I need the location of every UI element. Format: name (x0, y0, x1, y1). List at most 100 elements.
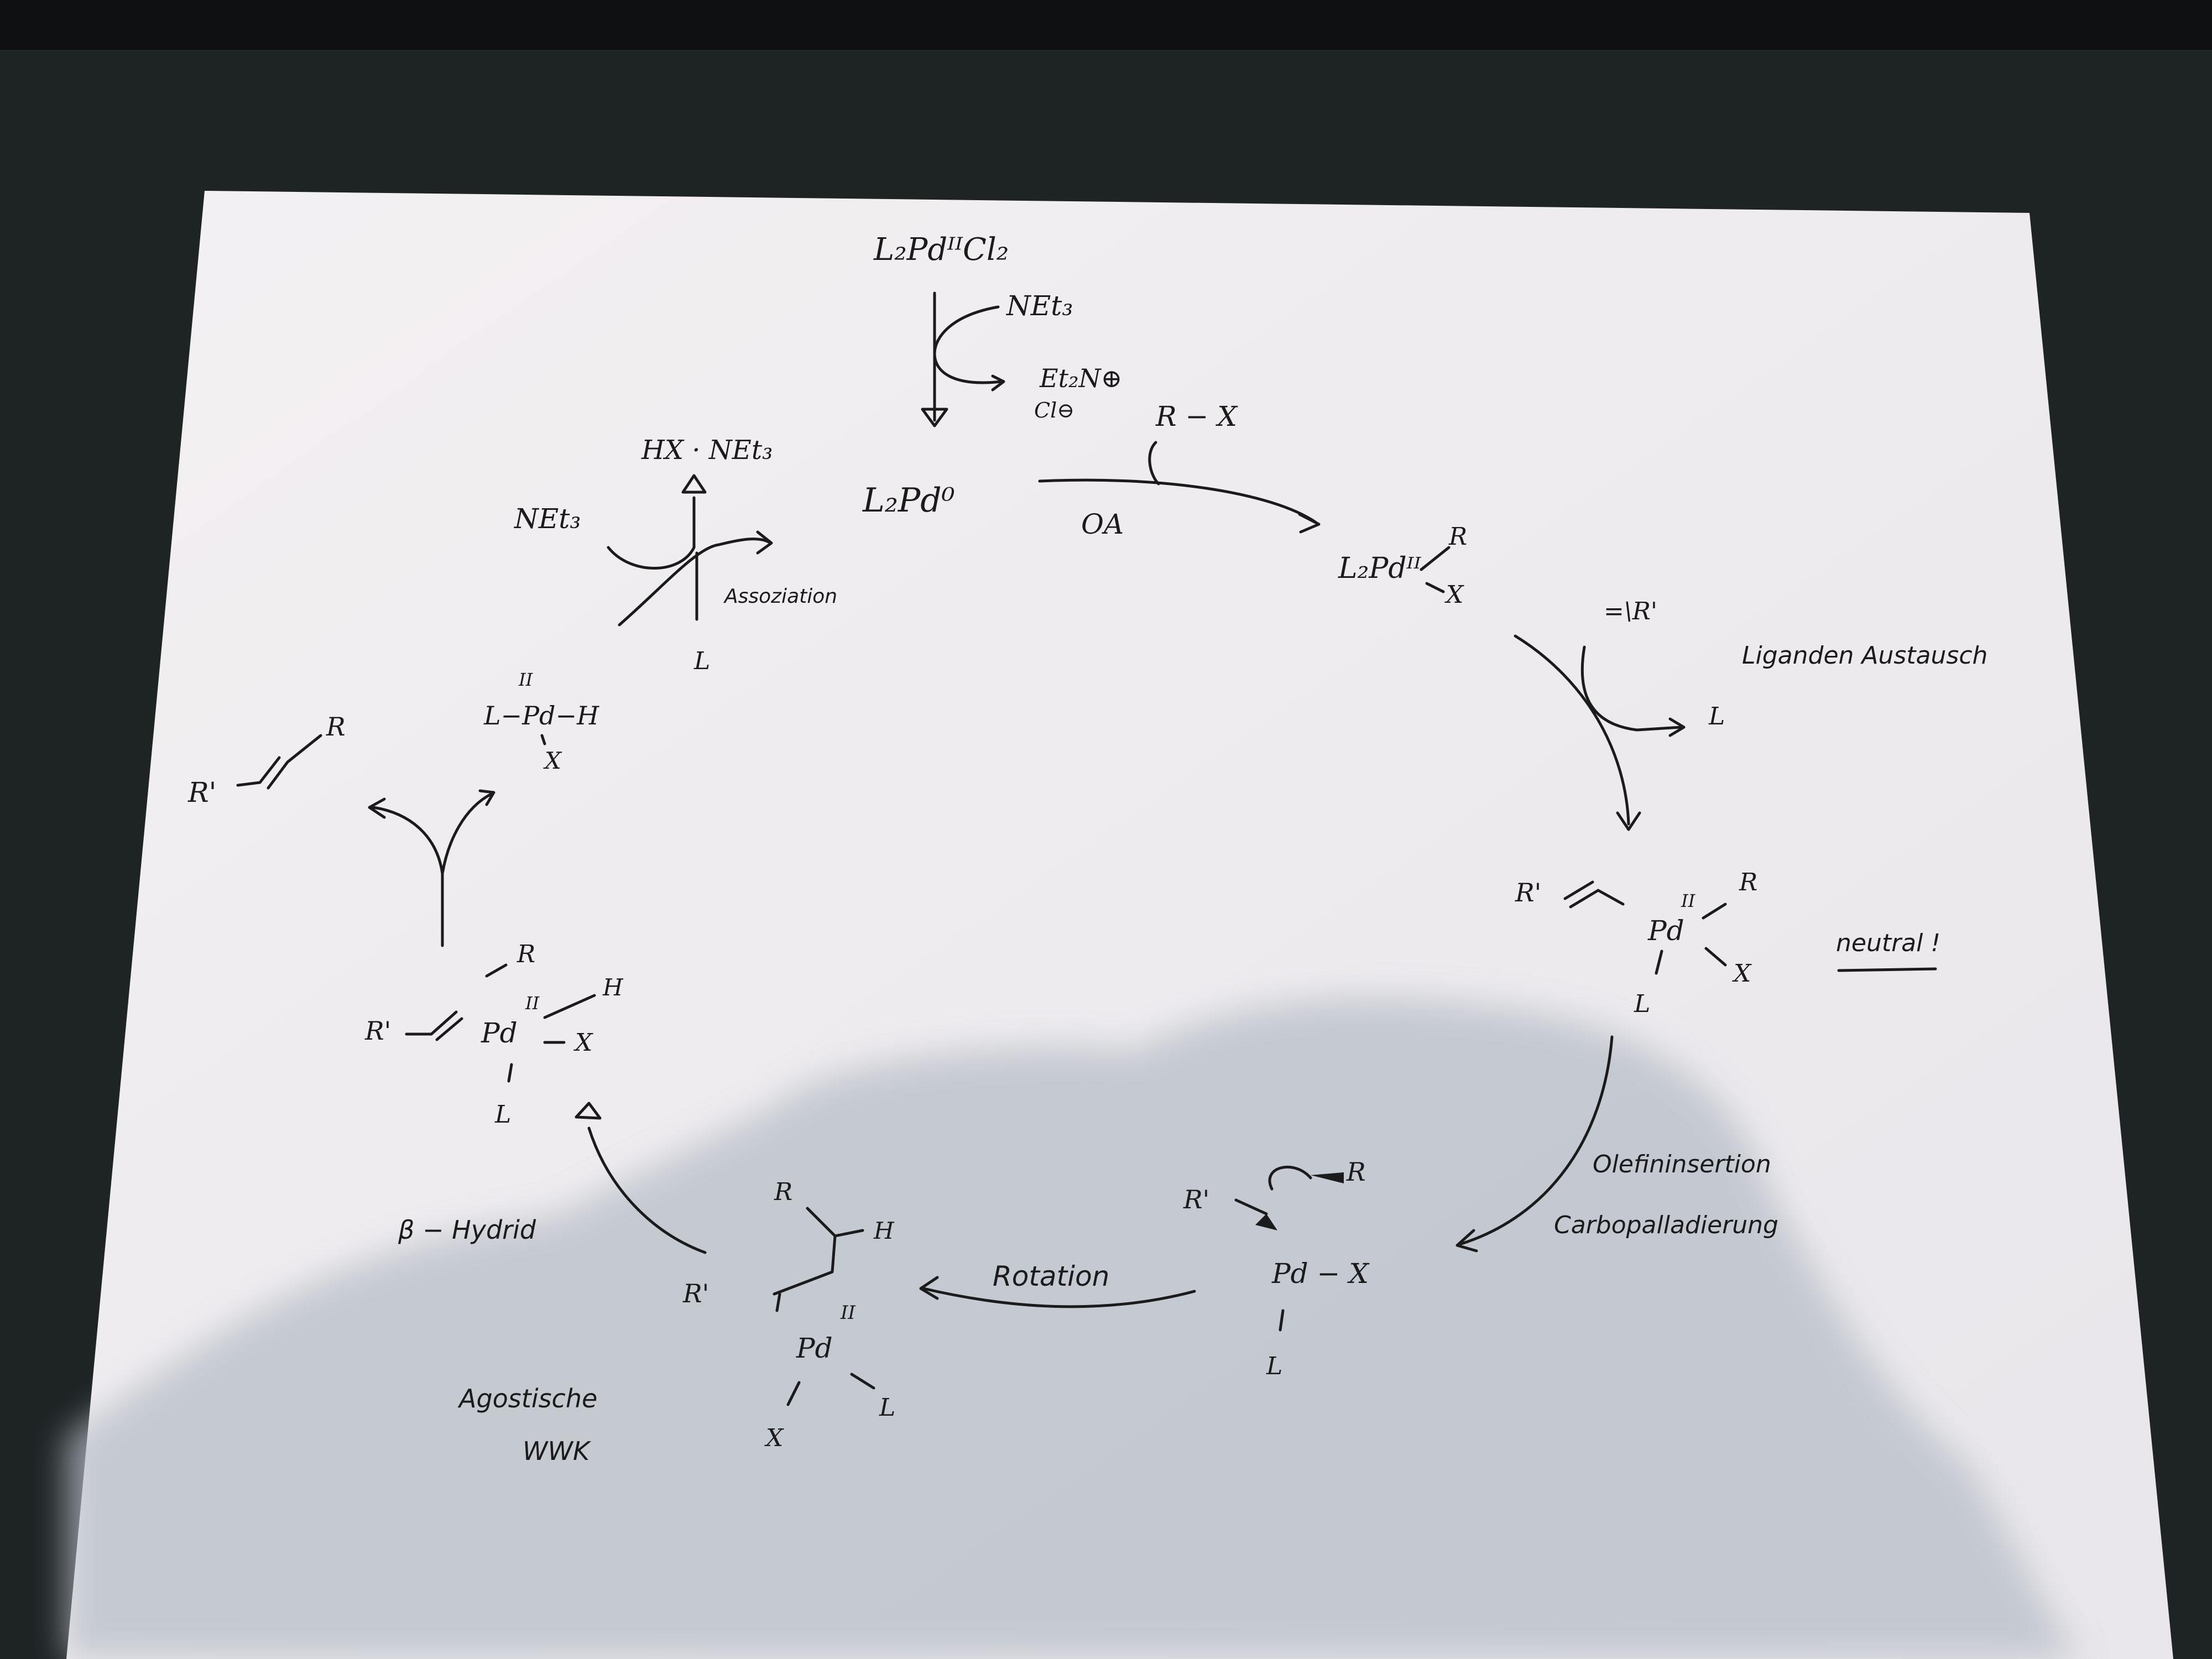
alkyl-wedge-r (1311, 1172, 1344, 1183)
agostic-label-2: WWK (523, 1436, 592, 1466)
release-arrow-right (441, 792, 494, 875)
hydride-x: X (573, 1029, 593, 1057)
alkyl-pdx: Pd − X (1271, 1258, 1370, 1290)
ligand-out-curve (1580, 645, 1683, 732)
pi-x: X (1732, 959, 1752, 988)
release-arrow-left (372, 806, 444, 947)
activation-curve-head (991, 374, 1005, 392)
agostic-bond-chain (773, 1234, 837, 1296)
alkyl-wedge (1255, 1214, 1277, 1230)
hx-net3-byproduct: HX · NEt₃ (641, 435, 773, 466)
oa-int-formula: L₂Pdᴵᴵ (1338, 552, 1422, 585)
alkyl-rotate-mark (1268, 1165, 1312, 1191)
regen-base: NEt₃ (514, 503, 581, 535)
agostic-ox: II (840, 1302, 855, 1324)
oa-label: OA (1081, 508, 1124, 540)
product-release: R' R (187, 712, 495, 947)
neutral-note: neutral ! (1836, 929, 1940, 957)
product-olefin-bonds (236, 734, 322, 790)
oa-intermediate: L₂Pdᴵᴵ R X (1338, 523, 1467, 609)
pi-rprime: R' (1515, 878, 1541, 907)
pdh-formula: L−Pd−H (483, 701, 599, 731)
pdh-x: X (543, 747, 562, 774)
pi-double-bond (1563, 880, 1600, 909)
agostic-l: L (879, 1394, 895, 1422)
pi-pd: Pd (1647, 915, 1684, 947)
oa-reagent-hook (1148, 441, 1160, 486)
beta-arrow (587, 1126, 707, 1254)
regen-arrow-head (756, 530, 773, 555)
counterion-cl: Cl⊖ (1034, 398, 1074, 422)
oa-reagent: R − X (1155, 400, 1238, 432)
activation-arrow-head (921, 408, 948, 427)
reagent-net3: NEt₃ (1006, 290, 1073, 322)
desk-edge (0, 0, 2212, 50)
pi-bond-to-pd (1597, 889, 1625, 906)
hydride-rprime: R' (364, 1016, 391, 1046)
oxidative-addition-step: R − X OA (1038, 400, 1321, 540)
agostic-bond-pd (775, 1292, 781, 1312)
pi-l: L (1634, 990, 1650, 1018)
hydride-bond-r (485, 963, 508, 978)
pdh-ox: II (518, 669, 534, 690)
ligand-arrow (1514, 634, 1630, 826)
alkyl-bond-rprime (1234, 1198, 1268, 1215)
byproduct-et2n: Et₂N⊕ (1039, 363, 1122, 393)
insertion-label-1: Olefininsertion (1593, 1150, 1771, 1178)
catalyst-formula: L₂Pd⁰ (862, 481, 955, 520)
rotation-arrow-head (919, 1276, 939, 1300)
agostic-r: R (774, 1178, 792, 1206)
oa-int-x: X (1444, 581, 1464, 609)
ligand-out-head (1668, 717, 1686, 737)
byproduct-arrow-head (681, 474, 707, 494)
pi-bond-r (1702, 902, 1727, 920)
hydride-h: H (602, 974, 624, 1001)
ligand-exchange-step: =\R' L Liganden Austausch (1514, 597, 1987, 831)
pi-complex: R' Pd II R X L neutral ! (1515, 868, 1940, 1018)
oa-arrow (1038, 478, 1318, 524)
hydride-double-bond (405, 1010, 463, 1041)
agostic-pd: Pd (796, 1332, 833, 1364)
oa-int-r: R (1448, 523, 1467, 551)
agostic-x: X (764, 1424, 784, 1452)
hydride-l: L (494, 1100, 511, 1129)
pdh-bond-x (540, 734, 546, 745)
oa-int-bond-r (1420, 546, 1451, 571)
agostic-h: H (873, 1217, 895, 1244)
release-arrow-left-head (368, 797, 386, 819)
regen-ligand: L (693, 647, 710, 675)
pi-bond-x (1704, 947, 1727, 967)
activation-curve (933, 305, 1003, 384)
insertion-arrow-head (1455, 1229, 1478, 1253)
agostic-bond-x (786, 1381, 801, 1406)
oa-int-bond-x (1425, 582, 1445, 593)
beta-hydride-step: β − Hydrid (398, 1102, 707, 1254)
regen-arrow (618, 538, 770, 627)
insertion-label-2: Carbopalladierung (1554, 1211, 1778, 1239)
pi-ox: II (1681, 890, 1696, 911)
regeneration-step: HX · NEt₃ NEt₃ L Assoziation (514, 435, 837, 675)
hydride-bond-l (507, 1063, 513, 1083)
base-curve (607, 496, 696, 570)
precatalyst-activation: L₂PdᴵᴵCl₂ NEt₃ Et₂N⊕ Cl⊖ (873, 232, 1122, 427)
insertion-step: Olefininsertion Carbopalladierung (1455, 1035, 1778, 1253)
ligand-exchange-label: Liganden Austausch (1742, 641, 1987, 670)
alkyl-r: R (1346, 1157, 1366, 1187)
insertion-arrow (1458, 1035, 1614, 1246)
agostic-rprime: R' (682, 1279, 709, 1308)
hydride-ox: II (525, 993, 540, 1014)
rotation-step: Rotation (919, 1260, 1196, 1308)
hydride-complex: R H R' Pd II X L (364, 940, 624, 1129)
alkyl-rprime: R' (1183, 1185, 1209, 1214)
pi-r: R (1739, 868, 1757, 896)
alkyl-pd-intermediate: R' R Pd − X L (1183, 1157, 1370, 1380)
product-rprime: R' (187, 776, 216, 808)
alkyl-bond-l (1279, 1309, 1285, 1332)
hydride-pd: Pd (481, 1017, 518, 1049)
neutral-underline (1837, 967, 1937, 972)
outgoing-ligand: L (1708, 702, 1725, 731)
alkyl-l: L (1266, 1352, 1282, 1380)
agostic-label-1: Agostische (457, 1384, 597, 1413)
